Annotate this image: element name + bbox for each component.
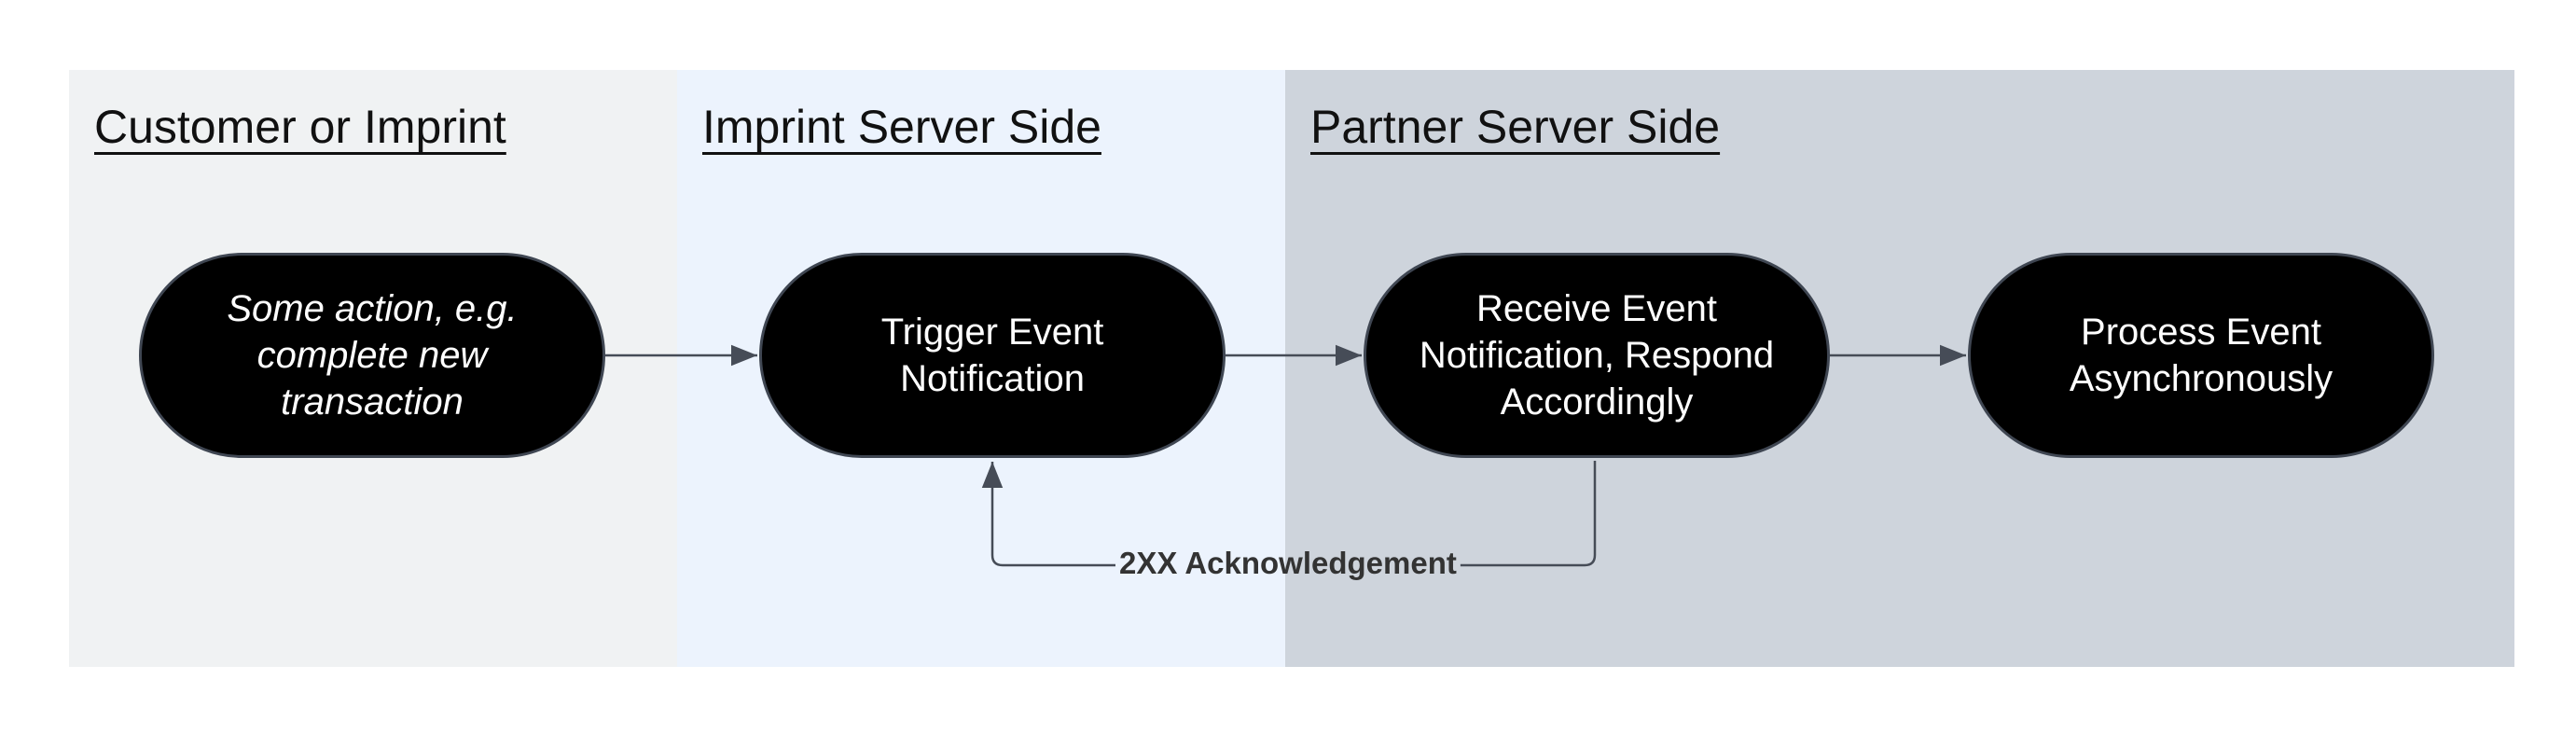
lane-title-customer: Customer or Imprint <box>94 101 506 153</box>
node-line: Asynchronously <box>2069 358 2334 399</box>
node-text: Process Event Asynchronously <box>2070 309 2333 402</box>
lane-title-partner: Partner Server Side <box>1310 101 1721 153</box>
acknowledgement-edge-label: 2XX Acknowledgement <box>1119 546 1457 580</box>
node-line: Notification, Respond <box>1419 335 1775 376</box>
node-line: Some action, e.g. <box>227 288 518 329</box>
node-text: Receive Event Notification, Respond Acco… <box>1420 285 1774 425</box>
node-text: Trigger Event Notification <box>881 309 1104 402</box>
node-line: Notification <box>900 358 1085 399</box>
node-line: complete new <box>256 335 488 376</box>
node-line: transaction <box>281 381 464 423</box>
node-line: Process Event <box>2081 312 2321 353</box>
node-line: Trigger Event <box>880 312 1104 353</box>
node-text: Some action, e.g. complete new transacti… <box>227 285 517 425</box>
acknowledgement-label-mask <box>1285 556 1461 575</box>
node-process-event-async: Process Event Asynchronously <box>1968 253 2434 458</box>
node-line: Accordingly <box>1500 381 1694 423</box>
lane-title-imprint: Imprint Server Side <box>702 101 1101 153</box>
node-line: Receive Event <box>1476 288 1717 329</box>
node-trigger-event-notification: Trigger Event Notification <box>759 253 1226 458</box>
acknowledgement-label-mask <box>1115 556 1285 575</box>
node-some-action: Some action, e.g. complete new transacti… <box>139 253 605 458</box>
node-receive-event-notification: Receive Event Notification, Respond Acco… <box>1364 253 1830 458</box>
